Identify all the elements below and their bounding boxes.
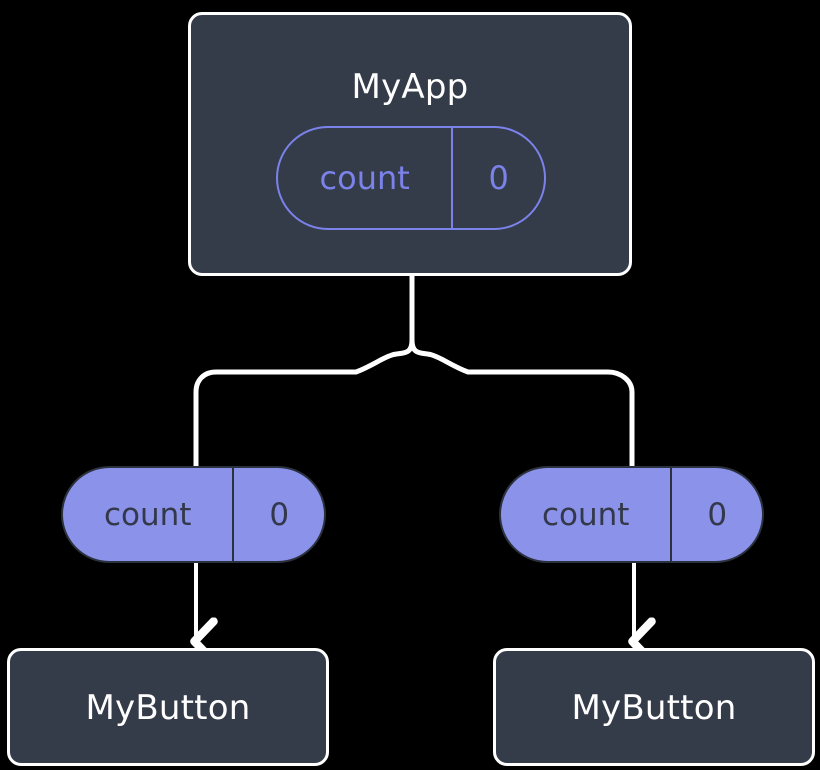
state-pill-value: 0 [451, 128, 544, 228]
props-fork [193, 273, 635, 469]
component-box-mybutton-left[interactable]: MyButton [7, 648, 329, 766]
prop-pill-right-count[interactable]: count 0 [499, 466, 764, 563]
state-pill-myapp-count[interactable]: count 0 [276, 126, 546, 230]
prop-pill-left-count[interactable]: count 0 [61, 466, 326, 563]
component-box-mybutton-right[interactable]: MyButton [493, 648, 815, 766]
state-pill-key: count [319, 159, 410, 197]
component-label-mybutton-right: MyButton [571, 688, 737, 728]
prop-pill-value: 0 [232, 468, 324, 561]
component-label-myapp: MyApp [351, 67, 469, 107]
prop-pill-value: 0 [670, 468, 762, 561]
prop-pill-key: count [541, 496, 630, 533]
prop-pill-key: count [103, 496, 192, 533]
component-label-mybutton-left: MyButton [85, 688, 251, 728]
